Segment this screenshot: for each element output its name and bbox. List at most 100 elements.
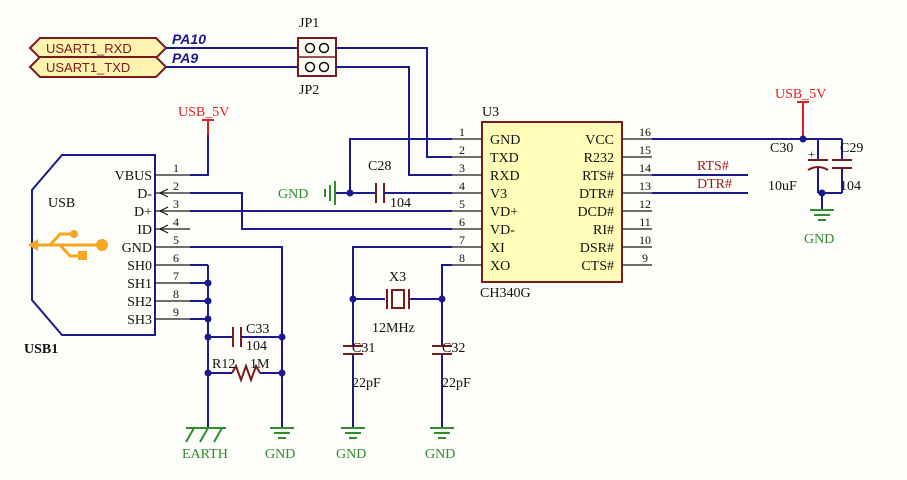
usb5v-left-label: USB_5V [178,105,229,120]
ic-pin-name: DCD# [577,205,614,220]
net-label-rts: RTS# [697,159,729,174]
ic-pin-number: 6 [459,215,465,229]
usb-pin-name: SH1 [127,277,152,292]
usb-pin-arrow [158,206,169,216]
jp2-label: JP2 [299,83,319,98]
ic-pin-name: XO [490,259,510,274]
ic-pin-name: GND [490,133,520,148]
earth-label: EARTH [182,447,228,462]
ic-pin-name: VD- [490,223,515,238]
ic-pin-number: 5 [459,197,465,211]
usb-label: USB [48,196,75,211]
c30-value: 10uF [768,179,797,194]
ic-pin-name: R232 [584,151,614,166]
crystal-x3 [386,289,410,309]
jumper-block [297,37,337,77]
usb-pin-number: 5 [173,233,179,247]
ic-pin-name: CTS# [581,259,614,274]
c31-ref: C31 [352,341,375,356]
usb-pin-name: ID [137,223,152,238]
r12-value: 1M [250,357,270,372]
ic-pin-number: 14 [639,161,651,175]
usb-pin-number: 7 [173,269,179,283]
gnd-usb-label: GND [265,447,295,462]
ic-pin-number: 11 [639,215,651,229]
ic-pin-number: 1 [459,125,465,139]
ic-ref: U3 [482,105,499,120]
c30-ref: C30 [770,141,793,156]
ic-pin-number: 8 [459,251,465,265]
usb-pin-number: 6 [173,251,179,265]
usb-pin-name: GND [122,241,152,256]
usb-pin-name: VBUS [115,169,152,184]
c28-value: 104 [390,196,411,211]
c31-value: 22pF [352,376,381,391]
ic-pin-number: 2 [459,143,465,157]
ic-pin-name: RXD [490,169,520,184]
earth-symbol [185,427,226,443]
gnd-symbol-usb [270,427,294,439]
ic-pin-number: 12 [639,197,651,211]
ic-pin-name: VD+ [490,205,518,220]
port-usart1-txd: USART1_TXD [28,56,168,78]
x3-ref: X3 [389,270,406,285]
usb-pin-number: 1 [173,161,179,175]
gnd-symbol-right [810,209,834,221]
gnd-right-label: GND [804,232,834,247]
c28-ref: C28 [368,159,391,174]
c30-polarity: + [808,147,815,161]
r12-ref: R12 [212,357,235,372]
ic-pin-number: 7 [459,233,465,247]
ic-pin-number: 15 [639,143,651,157]
ic-pin-name: RTS# [582,169,614,184]
usb-trident-icon [28,230,108,260]
ic-pin-number: 9 [642,251,648,265]
usb-pin-name: D- [137,187,152,202]
c33-value: 104 [246,339,267,354]
c33-ref: C33 [246,322,269,337]
ic-pin-name: V3 [490,187,507,202]
ic-ch340g [481,121,623,283]
port-txd-label: USART1_TXD [46,60,130,75]
usb-pin-number: 4 [173,215,179,229]
net-label-pa10: PA10 [172,31,206,47]
c29-ref: C29 [840,141,863,156]
usb-pin-arrow [158,224,169,234]
ic-pin-number: 4 [459,179,465,193]
usb-pin-name: SH0 [127,259,152,274]
ic-pin-number: 16 [639,125,651,139]
usb-pin-number: 8 [173,287,179,301]
ic-pin-name: VCC [585,133,614,148]
c32-ref: C32 [442,341,465,356]
net-label-pa9: PA9 [172,50,198,66]
x3-value: 12MHz [372,321,415,336]
usb-pin-name: SH3 [127,313,152,328]
ic-pin-name: DSR# [580,241,614,256]
ic-part: CH340G [480,286,531,301]
ic-pin-number: 10 [639,233,651,247]
ic-pin-name: TXD [490,151,519,166]
ic-pin-name: RI# [593,223,614,238]
usb-pin-number: 9 [173,305,179,319]
gnd-symbol-c31 [341,427,365,439]
gnd-symbol-c28 [324,181,336,205]
ic-pin-number: 13 [639,179,651,193]
usb-pin-name: D+ [134,205,152,220]
net-label-dtr: DTR# [697,177,732,192]
gnd-c31-label: GND [336,447,366,462]
usb5v-right-label: USB_5V [775,87,826,102]
ic-pin-number: 3 [459,161,465,175]
port-rxd-label: USART1_RXD [46,41,132,56]
gnd-c32-label: GND [425,447,455,462]
ic-pin-name: DTR# [579,187,614,202]
gnd-c28-label: GND [278,187,308,202]
c32-value: 22pF [442,376,471,391]
c29-value: 104 [840,179,861,194]
ic-pin-name: XI [490,241,505,256]
port-usart1-rxd: USART1_RXD [28,37,168,59]
jp1-label: JP1 [299,16,319,31]
